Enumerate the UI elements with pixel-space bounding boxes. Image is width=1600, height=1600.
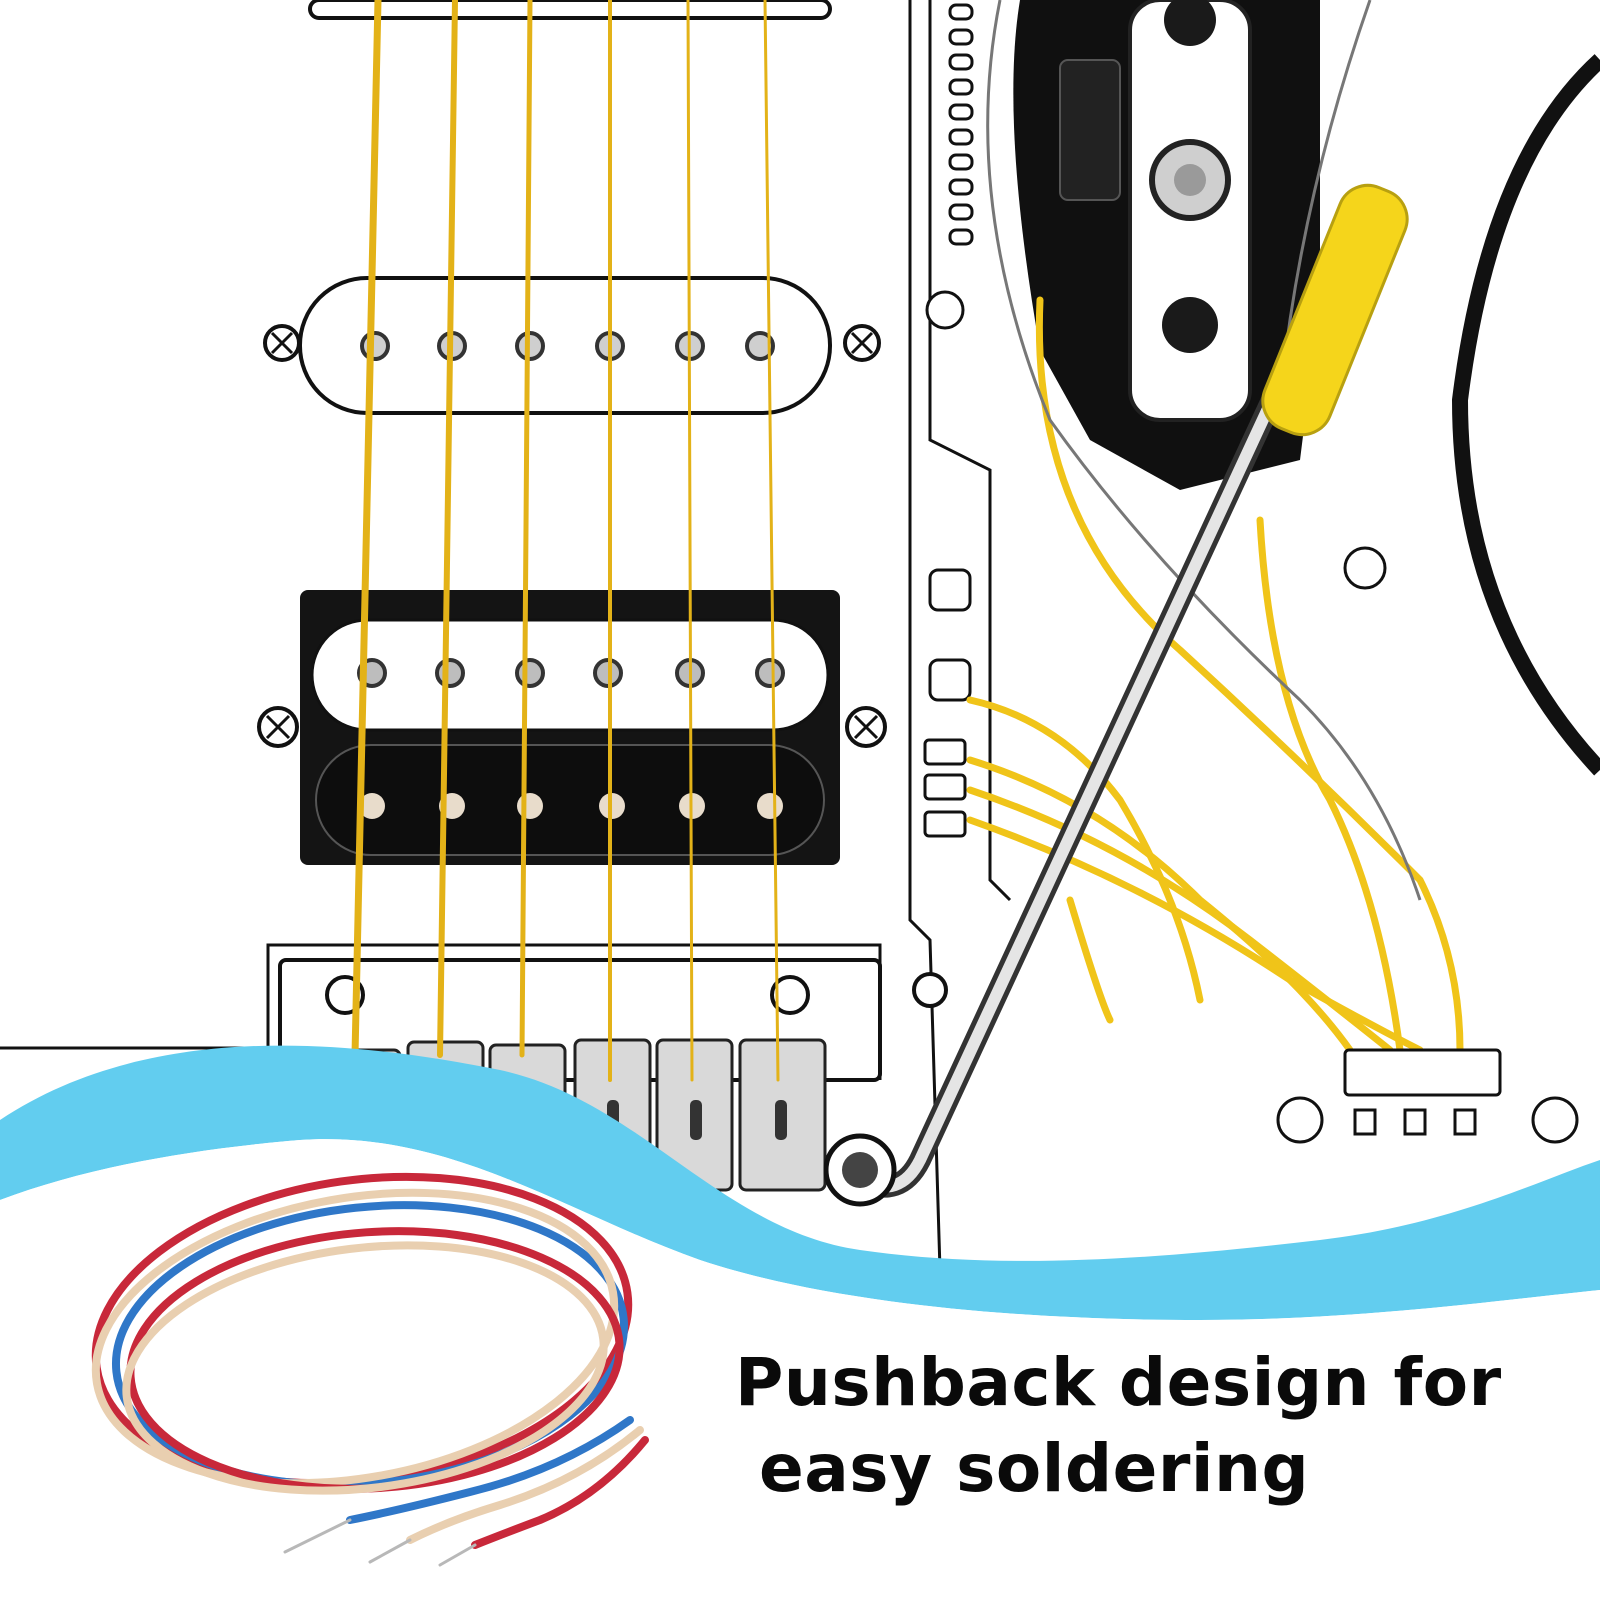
- caption-line-2: easy soldering: [759, 1430, 1310, 1507]
- wire-connector: [1343, 1048, 1502, 1136]
- coiled-wires: [91, 1172, 649, 1567]
- caption-line-1: Pushback design for: [735, 1344, 1502, 1421]
- control-cavity: [1013, 0, 1320, 490]
- switches: [923, 290, 1579, 1144]
- neck-pickup: [308, 0, 832, 20]
- body-edge: [1451, 54, 1600, 776]
- middle-pickup: [263, 276, 881, 415]
- humbucker-pickup: [257, 590, 887, 865]
- wave-band: [0, 1045, 1600, 1320]
- spring: [948, 3, 974, 246]
- tremolo-arm: [823, 183, 1409, 1207]
- caption: Pushback design for easy soldering: [735, 1340, 1555, 1512]
- guitar-strings: [351, 0, 780, 1082]
